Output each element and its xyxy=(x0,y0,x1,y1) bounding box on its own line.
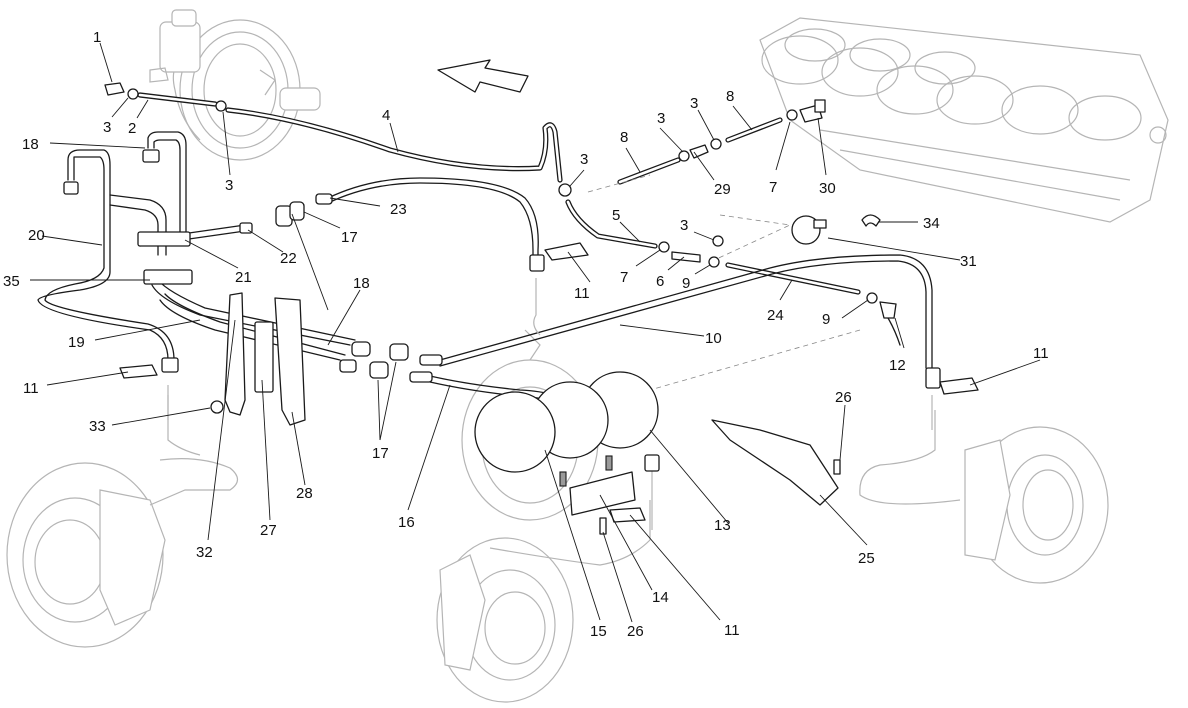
callout-11: 11 xyxy=(724,622,740,639)
brake-fluid-reservoirs xyxy=(474,371,659,473)
brake-booster-ghost xyxy=(149,9,321,161)
callout-9: 9 xyxy=(822,311,830,328)
callout-15: 15 xyxy=(590,623,607,640)
callout-21: 21 xyxy=(235,269,252,286)
callout-17: 17 xyxy=(341,229,358,246)
callout-13: 13 xyxy=(714,517,731,534)
callout-18: 18 xyxy=(353,275,370,292)
callout-23: 23 xyxy=(390,201,407,218)
callout-28: 28 xyxy=(296,485,313,502)
callout-labels: 1 2 3 3 3 3 3 3 3 4 5 6 7 7 8 8 9 9 10 1… xyxy=(3,29,1049,640)
callout-5: 5 xyxy=(612,207,620,224)
callout-2: 2 xyxy=(128,120,136,137)
callout-19: 19 xyxy=(68,334,85,351)
hydraulic-pipes xyxy=(37,131,933,530)
callout-7: 7 xyxy=(769,179,777,196)
callout-3: 3 xyxy=(680,217,688,234)
callout-3: 3 xyxy=(580,151,588,168)
components xyxy=(63,82,979,535)
callout-31: 31 xyxy=(960,253,977,270)
callout-33: 33 xyxy=(89,418,106,435)
callout-35: 35 xyxy=(3,273,20,290)
right-brake-disc-ghost xyxy=(859,410,1109,584)
callout-26: 26 xyxy=(627,623,644,640)
left-brake-disc-ghost xyxy=(6,395,239,648)
callout-9: 9 xyxy=(682,275,690,292)
callout-8: 8 xyxy=(620,129,628,146)
callout-6: 6 xyxy=(656,273,664,290)
callout-20: 20 xyxy=(28,227,45,244)
callout-11: 11 xyxy=(1033,345,1049,362)
reference-lines xyxy=(587,174,861,391)
callout-3: 3 xyxy=(657,110,665,127)
callout-25: 25 xyxy=(858,550,875,567)
callout-16: 16 xyxy=(398,514,415,531)
intake-manifold-ghost xyxy=(759,17,1169,223)
callout-8: 8 xyxy=(726,88,734,105)
callout-30: 30 xyxy=(819,180,836,197)
brake-pipes xyxy=(137,92,861,295)
callout-3: 3 xyxy=(225,177,233,194)
leader-lines xyxy=(30,42,1041,623)
callout-4: 4 xyxy=(382,107,390,124)
callout-12: 12 xyxy=(889,357,906,374)
callout-11: 11 xyxy=(574,285,590,302)
callout-34: 34 xyxy=(923,215,940,232)
callout-24: 24 xyxy=(767,307,784,324)
callout-1: 1 xyxy=(93,29,101,46)
callout-3: 3 xyxy=(690,95,698,112)
callout-29: 29 xyxy=(714,181,731,198)
callout-22: 22 xyxy=(280,250,297,267)
callout-26: 26 xyxy=(835,389,852,406)
rear-brake-disc-ghost xyxy=(436,500,651,703)
callout-7: 7 xyxy=(620,269,628,286)
callout-11: 11 xyxy=(23,380,39,397)
callout-10: 10 xyxy=(705,330,722,347)
callout-18: 18 xyxy=(22,136,39,153)
callout-27: 27 xyxy=(260,522,277,539)
callout-3: 3 xyxy=(103,119,111,136)
callout-32: 32 xyxy=(196,544,213,561)
callout-17: 17 xyxy=(372,445,389,462)
direction-arrow-icon xyxy=(437,59,529,93)
callout-14: 14 xyxy=(652,589,669,606)
